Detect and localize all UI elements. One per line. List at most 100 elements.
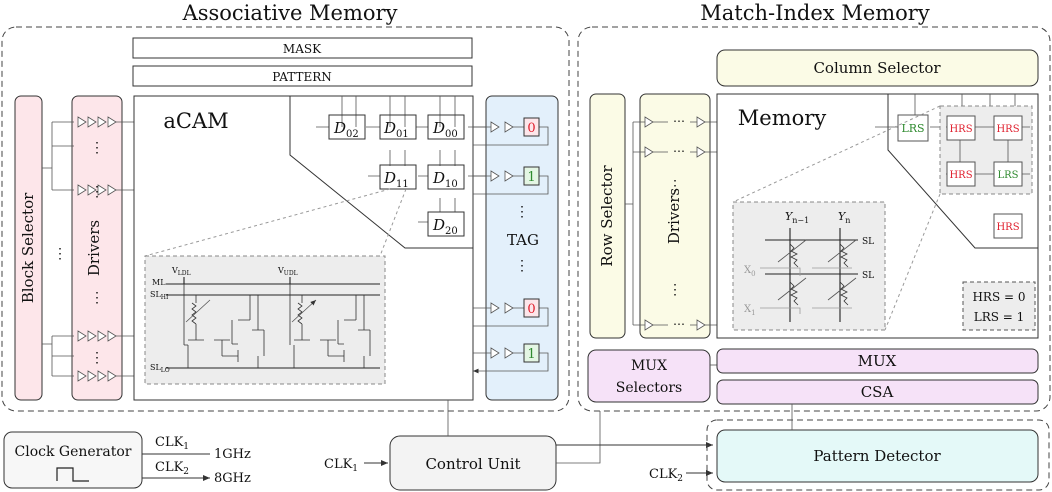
pattern-detector: Pattern Detector bbox=[716, 429, 1039, 483]
cell-d01: D01 bbox=[379, 114, 417, 140]
svg-text:VUDL: VUDL bbox=[277, 266, 298, 277]
svg-text:Drivers: Drivers bbox=[85, 220, 103, 276]
svg-text:⋮: ⋮ bbox=[515, 258, 529, 274]
associative-memory-title: Associative Memory bbox=[182, 1, 398, 25]
memory-array bbox=[716, 93, 1039, 339]
svg-text:⋮: ⋮ bbox=[515, 204, 529, 220]
tag-bit-3: 1 bbox=[523, 343, 540, 363]
tag-column: TAG ⋮ ⋮ bbox=[485, 95, 559, 401]
block-selector: Block Selector bbox=[14, 95, 43, 401]
tag-bit-1: 1 bbox=[523, 166, 540, 186]
svg-text:0: 0 bbox=[527, 121, 535, 136]
svg-text:ML: ML bbox=[152, 278, 166, 287]
svg-text:D11: D11 bbox=[383, 169, 409, 190]
match-index-memory-title: Match-Index Memory bbox=[700, 1, 930, 25]
svg-text:Clock Generator: Clock Generator bbox=[15, 444, 132, 460]
svg-text:1: 1 bbox=[527, 170, 535, 185]
acam-cell-circuit: VLDL VUDL ML SLHI SLLO bbox=[144, 255, 386, 385]
svg-text:Pattern Detector: Pattern Detector bbox=[813, 447, 941, 465]
crossbar-circuit: Yn−1 Yn SL SL X0 X1 bbox=[732, 201, 886, 331]
svg-text:D10: D10 bbox=[432, 169, 458, 190]
cell-hrs-2: HRS bbox=[993, 115, 1023, 141]
svg-text:LRS: LRS bbox=[901, 122, 924, 135]
svg-text:Yn−1: Yn−1 bbox=[785, 210, 809, 225]
svg-text:⋮: ⋮ bbox=[90, 140, 104, 156]
svg-text:D02: D02 bbox=[333, 119, 359, 140]
svg-text:Selectors: Selectors bbox=[616, 380, 682, 396]
svg-text:0: 0 bbox=[527, 302, 535, 317]
row-selector: Row Selector bbox=[589, 93, 626, 339]
svg-text:LRS: LRS bbox=[997, 170, 1018, 181]
acam-driver-buffers bbox=[77, 116, 117, 382]
svg-text:Column Selector: Column Selector bbox=[813, 59, 941, 77]
svg-text:X0: X0 bbox=[744, 265, 756, 278]
svg-text:⋮: ⋮ bbox=[668, 282, 682, 298]
svg-text:⋮: ⋮ bbox=[668, 178, 682, 194]
tag-buffers bbox=[490, 121, 514, 359]
cell-d10: D10 bbox=[427, 164, 465, 190]
svg-text:Control Unit: Control Unit bbox=[425, 455, 520, 473]
svg-text:⋯: ⋯ bbox=[673, 317, 685, 331]
freq-8ghz: 8GHz bbox=[214, 471, 251, 486]
svg-text:Drivers: Drivers bbox=[665, 188, 683, 244]
svg-text:CLK1: CLK1 bbox=[155, 435, 189, 452]
tag-bit-2: 0 bbox=[523, 298, 540, 318]
clock-generator: Clock Generator bbox=[3, 431, 143, 489]
svg-text:PATTERN: PATTERN bbox=[272, 70, 332, 84]
cell-d20: D20 bbox=[427, 211, 465, 237]
pattern-detector-group bbox=[706, 419, 1050, 491]
mux-block: MUX bbox=[716, 348, 1039, 374]
svg-text:⋯: ⋯ bbox=[673, 144, 685, 158]
acam-label: aCAM bbox=[163, 109, 228, 133]
cell-d02: D02 bbox=[328, 114, 366, 140]
svg-text:⋯: ⋯ bbox=[673, 114, 685, 128]
svg-text:CSA: CSA bbox=[861, 383, 894, 401]
svg-text:HRS: HRS bbox=[996, 222, 1019, 233]
svg-text:HRS: HRS bbox=[949, 170, 972, 181]
svg-text:HRS: HRS bbox=[996, 124, 1019, 135]
svg-text:HRS = 0: HRS = 0 bbox=[972, 290, 1025, 304]
csa-block: CSA bbox=[716, 379, 1039, 405]
tag-bit-0: 0 bbox=[523, 117, 540, 137]
match-index-memory-group bbox=[577, 26, 1051, 412]
column-selector: Column Selector bbox=[716, 49, 1039, 87]
mux-selectors: MUX Selectors bbox=[587, 349, 711, 403]
svg-text:SL: SL bbox=[862, 271, 874, 281]
svg-text:CLK2: CLK2 bbox=[155, 460, 189, 477]
svg-text:D01: D01 bbox=[383, 119, 409, 140]
pattern-bar: PATTERN bbox=[132, 65, 473, 87]
mask-bar: MASK bbox=[132, 37, 473, 59]
svg-text:MUX: MUX bbox=[631, 358, 667, 374]
svg-text:HRS: HRS bbox=[949, 124, 972, 135]
clk1-input-label: CLK1 bbox=[324, 457, 358, 474]
svg-text:TAG: TAG bbox=[507, 231, 539, 249]
block-dots: ⋮ bbox=[53, 246, 67, 262]
svg-text:⋮: ⋮ bbox=[90, 350, 104, 366]
svg-text:Block Selector: Block Selector bbox=[19, 192, 37, 303]
svg-text:⋮: ⋮ bbox=[90, 184, 104, 200]
svg-text:1: 1 bbox=[527, 347, 535, 362]
freq-1ghz: 1GHz bbox=[214, 447, 251, 462]
cell-d00: D00 bbox=[427, 114, 465, 140]
acam-drivers: Drivers bbox=[71, 95, 123, 401]
svg-text:VLDL: VLDL bbox=[171, 266, 191, 277]
svg-text:SL: SL bbox=[862, 237, 874, 247]
svg-text:Yn: Yn bbox=[838, 210, 850, 225]
cell-lrs-top: LRS bbox=[897, 114, 929, 142]
svg-text:MASK: MASK bbox=[283, 42, 322, 56]
svg-text:MUX: MUX bbox=[858, 352, 897, 370]
svg-text:⋮: ⋮ bbox=[90, 290, 104, 306]
mi-drivers: Drivers ⋮ ⋮ bbox=[639, 93, 711, 339]
cell-hrs-1: HRS bbox=[946, 115, 976, 141]
memory-legend: HRS = 0 LRS = 1 bbox=[962, 281, 1036, 331]
cell-d11: D11 bbox=[379, 164, 417, 190]
svg-text:SLHI: SLHI bbox=[150, 290, 169, 301]
clk2-input-label: CLK2 bbox=[649, 467, 683, 484]
svg-text:D00: D00 bbox=[432, 119, 458, 140]
svg-text:Row Selector: Row Selector bbox=[598, 164, 616, 266]
svg-text:LRS = 1: LRS = 1 bbox=[974, 310, 1025, 324]
cell-hrs-3: HRS bbox=[946, 161, 976, 187]
memory-label: Memory bbox=[738, 106, 827, 130]
cell-hrs-corner: HRS bbox=[993, 213, 1023, 239]
